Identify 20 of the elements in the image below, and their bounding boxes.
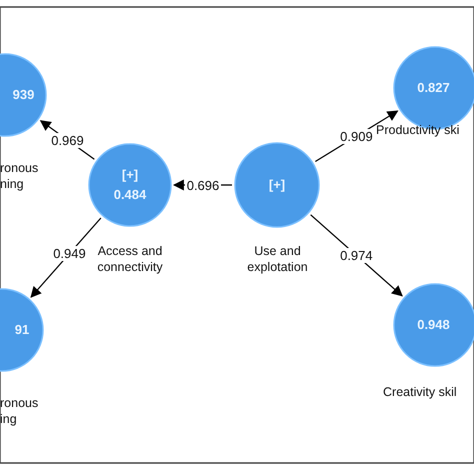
- path-coefficient: 0.909: [338, 128, 375, 144]
- construct-label: Productivity ski: [376, 122, 460, 138]
- value-text: [+]: [268, 176, 286, 194]
- expand-marker: [+]: [122, 166, 138, 184]
- construct-label: Use and explotation: [246, 243, 309, 275]
- path-coefficient: 0.974: [338, 248, 375, 263]
- construct-circle: [234, 142, 320, 228]
- construct-label: Access and connectivity: [96, 243, 164, 275]
- value-text: 91: [14, 321, 30, 339]
- value-text: 0.948: [417, 316, 450, 334]
- construct-label: ronous ning: [0, 160, 40, 192]
- construct-circle: [88, 143, 172, 227]
- value-text: 939: [12, 86, 34, 104]
- construct-label: ronous ing: [0, 395, 40, 427]
- path-coefficient: 0.969: [49, 132, 86, 148]
- path-coefficient: 0.949: [51, 246, 88, 262]
- value-text: 0.484: [114, 186, 146, 204]
- construct-label: Creativity skil: [383, 384, 458, 400]
- path-coefficient: 0.696: [184, 178, 222, 192]
- value-text: 0.827: [417, 79, 450, 97]
